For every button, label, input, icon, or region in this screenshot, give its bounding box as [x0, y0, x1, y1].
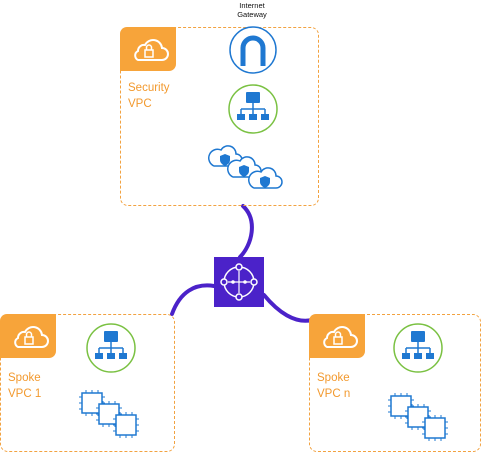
connector-hub-to-spoken	[262, 293, 314, 323]
instance-chip-icon	[422, 415, 448, 441]
spoke-vpc-1-label: Spoke VPC 1	[8, 370, 41, 402]
connector-security-to-hub	[238, 204, 254, 259]
cloud-lock-icon	[14, 326, 49, 348]
gateway-label-line1: Internet	[239, 1, 265, 10]
instance-chip-icon	[113, 412, 139, 438]
security-shield-cloud-icon	[248, 167, 283, 189]
spoke-vpc-n: Spoke VPC n	[309, 314, 481, 452]
vpc-label-line1: Spoke	[317, 372, 350, 384]
spoke-vpc-n-label: Spoke VPC n	[317, 370, 350, 402]
security-vpc-label: Security VPC	[128, 80, 170, 112]
vpc-label-line1: Spoke	[8, 372, 41, 384]
router-icon	[393, 323, 443, 373]
spoke-vpc-1: Spoke VPC 1	[0, 314, 175, 452]
vpc-label-line2: VPC n	[317, 388, 351, 400]
router-icon	[86, 323, 136, 373]
router-icon	[228, 84, 278, 134]
vpc-badge	[120, 27, 176, 71]
vpc-label-line1: Security	[128, 82, 170, 94]
vpc-badge	[0, 314, 56, 358]
internet-gateway-label: Internet Gateway	[222, 1, 282, 19]
security-vpc: Security VPC	[120, 27, 319, 206]
cloud-lock-icon	[323, 326, 358, 348]
cloud-lock-icon	[134, 39, 169, 61]
gateway-label-line2: Gateway	[237, 10, 267, 19]
vpc-badge	[309, 314, 365, 358]
connector-hub-to-spoke1	[170, 283, 216, 316]
vpc-label-line2: VPC	[128, 98, 152, 110]
internet-gateway-icon	[229, 26, 277, 74]
vpc-label-line2: VPC 1	[8, 388, 42, 400]
